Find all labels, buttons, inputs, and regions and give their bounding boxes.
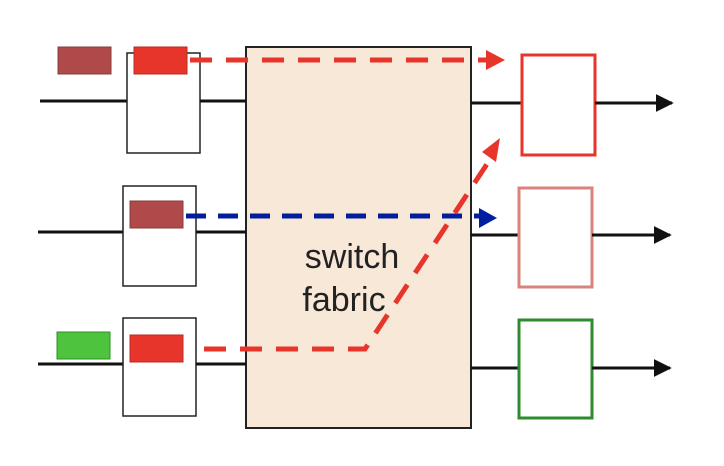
output-port-1 [471, 53, 674, 157]
queued-packet-red [129, 334, 184, 363]
flow-line [204, 156, 494, 352]
input-port-3 [38, 317, 246, 417]
flow-red-input1-output1 [190, 50, 505, 70]
flow-blue-input2-output2 [186, 208, 497, 228]
flow-arrowhead [482, 138, 500, 162]
input-port-1 [40, 46, 246, 154]
fabric-label-line2: fabric [302, 281, 385, 319]
queued-packet-dark-red [129, 200, 184, 229]
queued-packet-green [56, 331, 111, 360]
input-buffer-3 [122, 317, 197, 417]
flow-arrowhead [479, 208, 497, 228]
input-port-2 [38, 185, 246, 287]
switch-fabric [245, 46, 472, 429]
flow-arrowhead [486, 50, 505, 70]
flow-red-input3-output1 [204, 138, 500, 352]
output-buffer-2 [517, 186, 594, 289]
output-port-3 [471, 318, 672, 420]
output-buffer-3 [517, 318, 594, 420]
queued-packet-dark-red [57, 46, 112, 75]
output-port-2 [471, 186, 672, 289]
fabric-label-line1: switch [305, 238, 399, 276]
queued-packet-red [133, 46, 188, 75]
output-buffer-1 [520, 53, 597, 157]
